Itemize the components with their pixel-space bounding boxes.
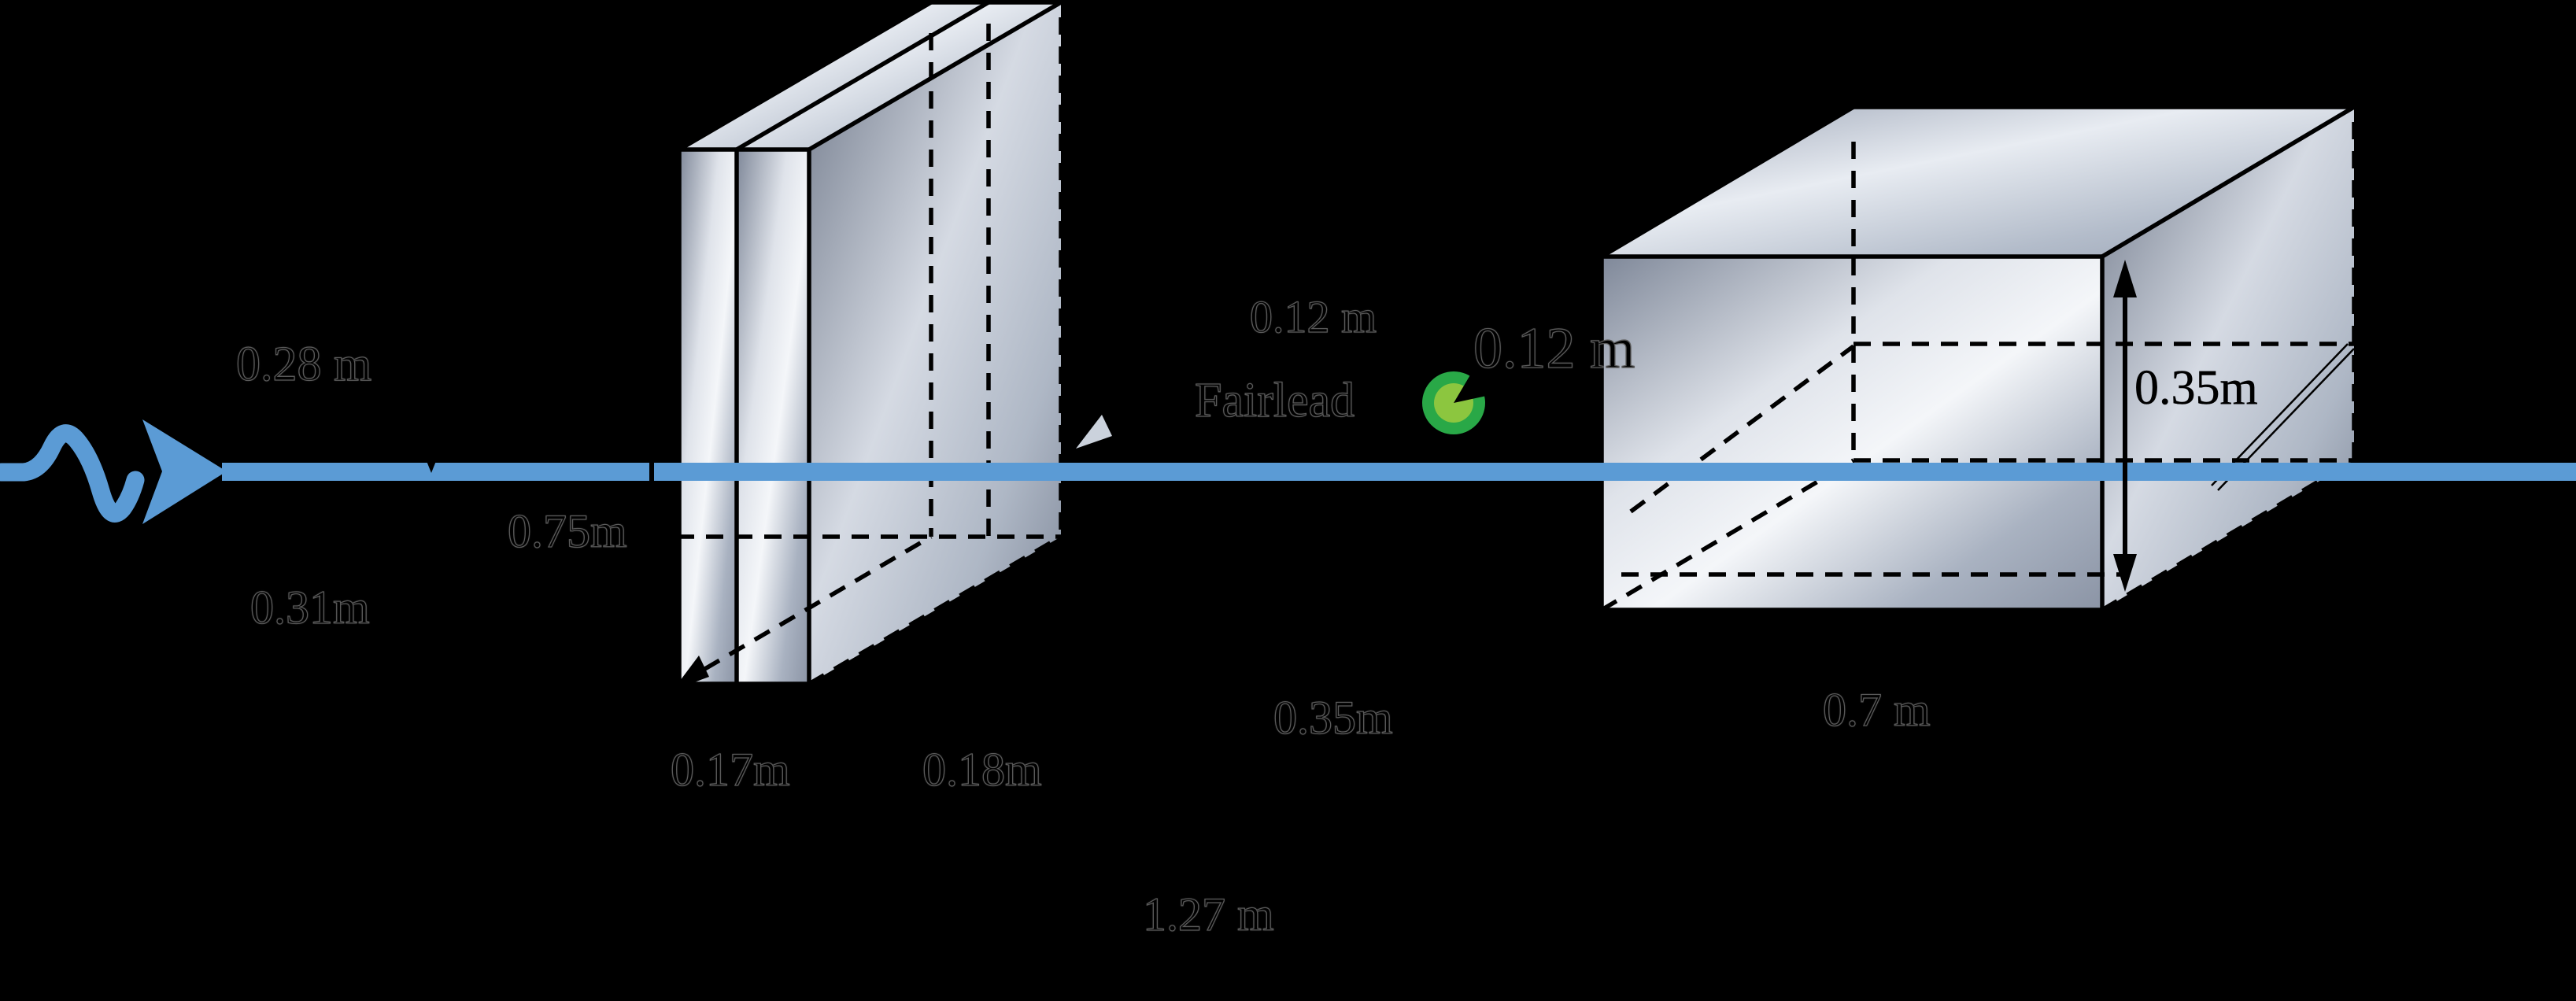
box-1-top-face-right bbox=[737, 2, 1061, 150]
dim-tick-up-icon bbox=[501, 481, 514, 496]
water-line bbox=[222, 463, 2576, 481]
box-1-top-face-left bbox=[679, 2, 989, 150]
box-1-front-face-right bbox=[737, 150, 809, 684]
dim-label-0-75m: 0.75m bbox=[507, 505, 627, 557]
wave-direction-arrow-icon bbox=[142, 419, 227, 524]
box-2-top-face bbox=[1602, 107, 2354, 257]
box-1-solid-edges bbox=[677, 0, 1063, 686]
incident-wave bbox=[0, 419, 2576, 524]
dim-tick-down-icon bbox=[425, 457, 438, 473]
dim-label-0-35m-box: 0.35m bbox=[2134, 361, 2258, 415]
box-1-hidden-edges bbox=[677, 17, 1063, 686]
dim-label-0-17m: 0.17m bbox=[670, 744, 790, 796]
box-1-right-face bbox=[809, 2, 1061, 684]
fairlead-notch bbox=[1454, 356, 1505, 403]
box-1-front-face-left bbox=[679, 150, 737, 684]
box-2-hidden-waterline-left bbox=[1629, 344, 1855, 514]
box-1 bbox=[677, 0, 1063, 686]
dim-label-0-35m-mid: 0.35m bbox=[1273, 692, 1393, 744]
box-2-hidden-edges bbox=[1600, 122, 2356, 612]
height-dimension-arrow bbox=[2113, 260, 2137, 592]
dim-label-0-7m: 0.7 m bbox=[1822, 684, 1931, 736]
mooring-arrowhead-icon bbox=[673, 656, 709, 690]
dim-label-0-12m-large: 0.12 m bbox=[1473, 316, 1635, 381]
fairlead-label: Fairlead bbox=[1194, 374, 1355, 427]
arrow-down-icon bbox=[2113, 554, 2137, 592]
dimension-marks bbox=[425, 260, 2137, 690]
dim-label-0-31m: 0.31m bbox=[249, 582, 370, 633]
wave-squiggle-icon bbox=[0, 424, 145, 523]
dim-label-0-12m-small: 0.12 m bbox=[1249, 291, 1377, 342]
fairlead-marker bbox=[1422, 356, 1505, 434]
arrow-up-icon bbox=[2113, 260, 2137, 297]
dim-line-cross bbox=[649, 458, 654, 485]
box-2 bbox=[1599, 105, 2356, 612]
dim-label-1-27m: 1.27 m bbox=[1142, 888, 1274, 940]
dim-label-0-18m: 0.18m bbox=[922, 744, 1042, 796]
dim-label-0-28m: 0.28 m bbox=[235, 338, 372, 391]
box-2-right-face bbox=[2102, 107, 2354, 610]
box-2-solid-edges bbox=[1599, 105, 2356, 612]
mooring-arrowhead-grey-icon bbox=[1076, 415, 1112, 449]
